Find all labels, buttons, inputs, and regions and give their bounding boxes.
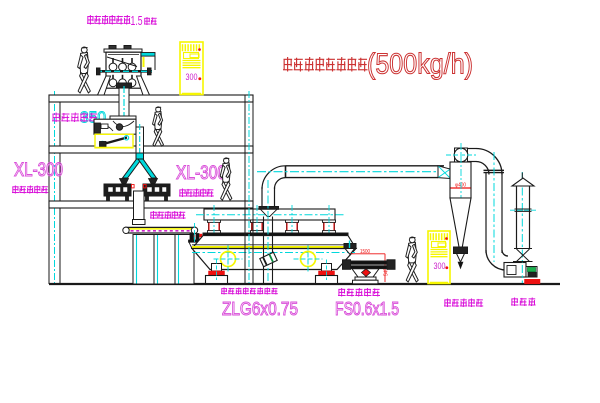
svg-text:545: 545 [384,268,390,276]
svg-text:ZLG6x0.75: ZLG6x0.75 [222,299,298,319]
svg-text:(500kg/h): (500kg/h) [367,49,473,81]
svg-text:1500: 1500 [360,249,370,255]
svg-text:FS0.6x1.5: FS0.6x1.5 [335,299,399,319]
svg-text:1.5: 1.5 [131,13,143,28]
svg-text:300: 300 [434,261,446,272]
svg-text:XL-300: XL-300 [176,163,226,184]
svg-text:XL-300: XL-300 [14,160,63,181]
svg-text:300: 300 [186,72,198,83]
